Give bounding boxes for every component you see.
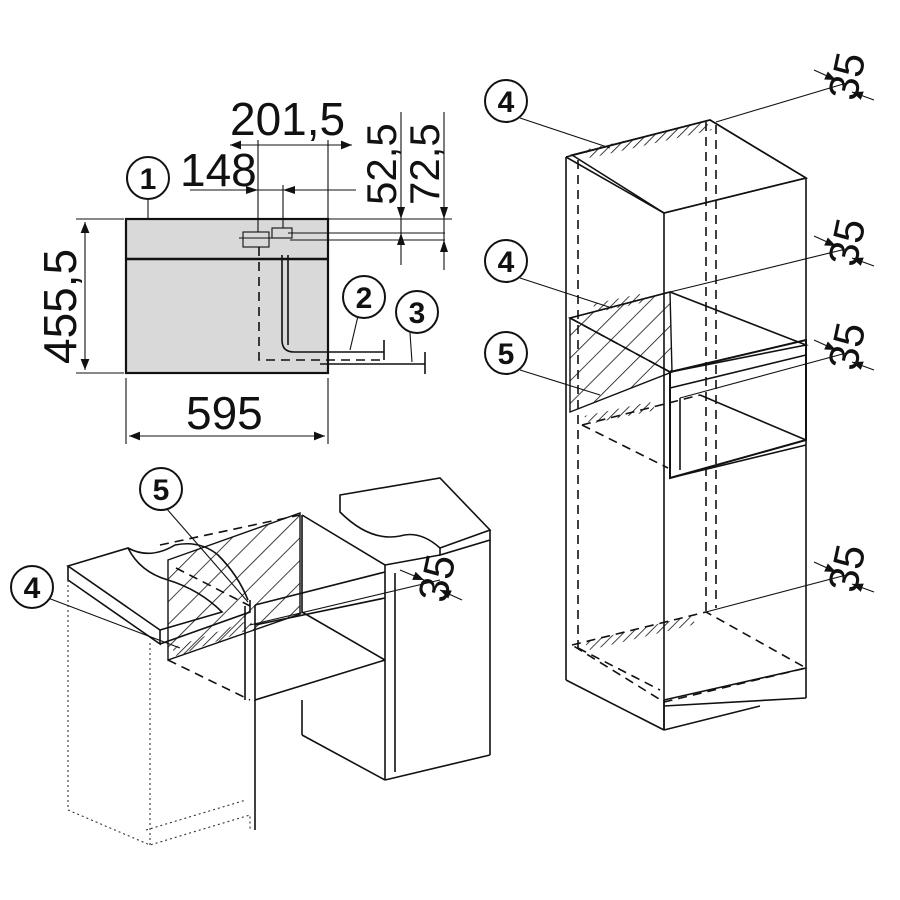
- callout-4-base-label: 4: [24, 572, 41, 605]
- callout-4-top-label: 4: [498, 86, 515, 119]
- callout-1-label: 1: [140, 163, 157, 196]
- dim-201-5: 201,5: [230, 93, 345, 145]
- callout-4-base: [10, 565, 54, 609]
- dim-35-top: 35: [819, 48, 875, 103]
- dim-148: 148: [180, 144, 257, 196]
- connection-box-large: [242, 231, 270, 248]
- tall-cabinet-view: 35 35 35 35 4 4 5: [484, 48, 875, 731]
- callout-4-mid-label: 4: [498, 246, 515, 279]
- dim-595: 595: [186, 387, 263, 439]
- dim-35-mid-2: 35: [819, 318, 875, 373]
- callout-5-base: [139, 467, 183, 511]
- callout-2: [342, 275, 386, 319]
- vent-35-bottom: 35: [705, 540, 875, 613]
- callout-5-right: [484, 331, 528, 375]
- front-view: 201,5 148 52,5 72,5 455,5 595 1 2 3: [34, 93, 452, 444]
- callout-1: [126, 156, 170, 200]
- callout-4-top: [484, 79, 528, 123]
- dim-35-bottom: 35: [819, 540, 875, 595]
- dim-35-mid-1: 35: [819, 214, 875, 269]
- vent-35-top: 35: [715, 48, 875, 123]
- base-unit-view: 35 5 4: [10, 467, 492, 846]
- callout-3: [395, 290, 439, 334]
- dim-72-5: 72,5: [401, 123, 448, 205]
- callout-5-right-label: 5: [498, 338, 515, 371]
- vent-35-mid-1: 35: [669, 214, 875, 293]
- callout-4-mid: [484, 239, 528, 283]
- dim-35-base: 35: [409, 550, 465, 605]
- callout-5-base-label: 5: [153, 474, 170, 507]
- vent-35-mid-2: 35: [679, 318, 875, 399]
- callout-2-label: 2: [356, 282, 373, 315]
- dim-455-5: 455,5: [34, 249, 86, 364]
- dim-52-5: 52,5: [358, 123, 405, 205]
- callout-3-label: 3: [409, 297, 426, 330]
- appliance-front: [124, 217, 330, 375]
